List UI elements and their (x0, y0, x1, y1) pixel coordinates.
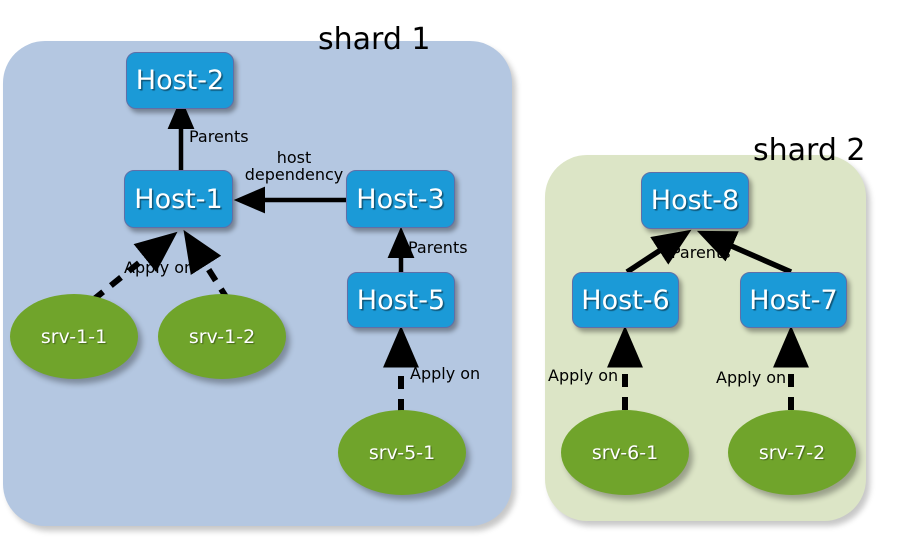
service-node-srv-1-1[interactable]: srv-1-1 (10, 294, 138, 379)
host-node-host-1[interactable]: Host-1 (124, 170, 233, 228)
edge-label-parents-host8: Parents (671, 243, 731, 262)
edge-label-apply-on-host7: Apply on (716, 368, 787, 387)
service-node-srv-6-1[interactable]: srv-6-1 (561, 410, 689, 495)
host-node-host-6[interactable]: Host-6 (572, 272, 679, 328)
shard-1-title: shard 1 (318, 22, 431, 57)
edge-label-host-dependency-line2: dependency (244, 164, 344, 184)
edge-label-host-dependency-line1: host (276, 148, 312, 167)
service-node-srv-1-2[interactable]: srv-1-2 (158, 294, 286, 379)
service-node-srv-5-1[interactable]: srv-5-1 (338, 410, 466, 495)
host-node-host-7[interactable]: Host-7 (740, 272, 847, 328)
edge-label-parents-host2: Parents (189, 127, 249, 146)
edge-label-parents-host3: Parents (408, 238, 468, 257)
edge-label-host-dependency: host dependency (243, 148, 345, 184)
service-node-srv-7-2[interactable]: srv-7-2 (728, 410, 856, 495)
shard-2-title: shard 2 (753, 133, 866, 168)
edge-label-apply-on-host6: Apply on (548, 366, 619, 385)
host-node-host-2[interactable]: Host-2 (126, 52, 234, 109)
host-node-host-5[interactable]: Host-5 (347, 272, 455, 328)
edge-label-apply-on-host1: Apply on (124, 258, 195, 277)
host-node-host-3[interactable]: Host-3 (346, 170, 455, 228)
edge-label-apply-on-host5: Apply on (410, 364, 481, 383)
host-node-host-8[interactable]: Host-8 (641, 172, 749, 229)
